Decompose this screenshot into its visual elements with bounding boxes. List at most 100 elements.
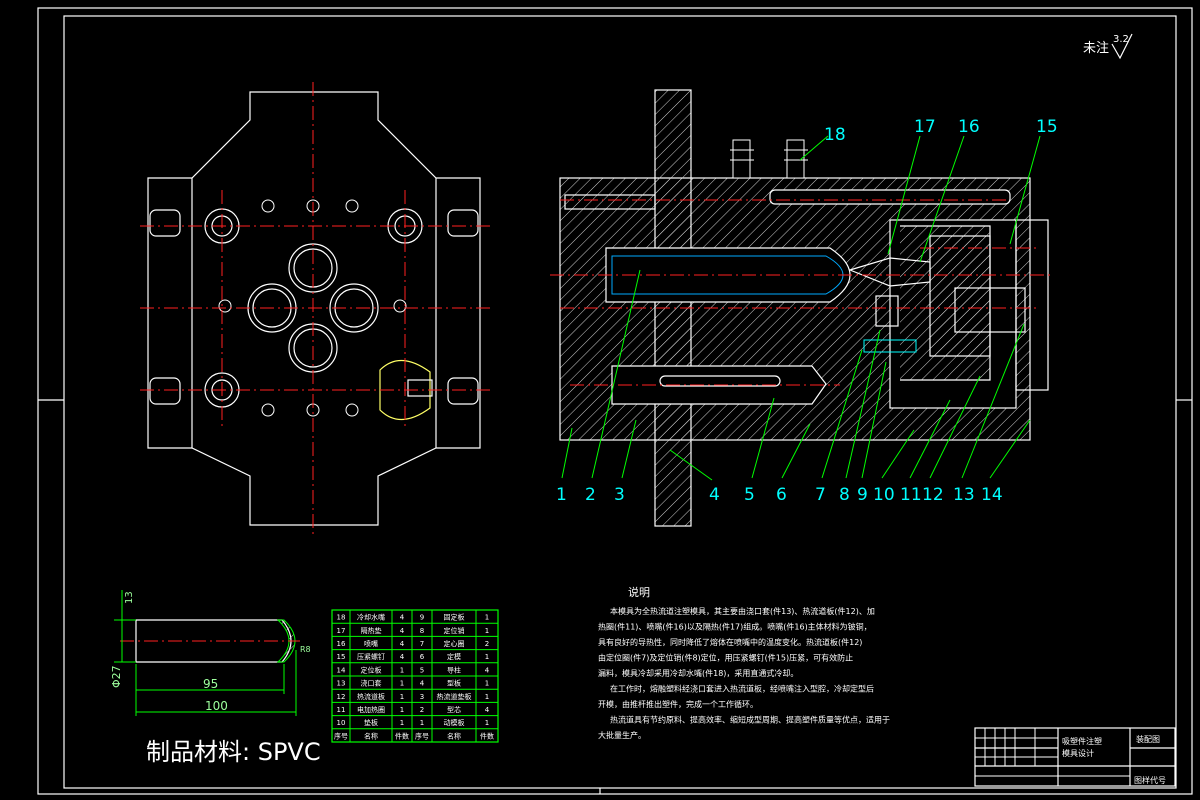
bom-cell: 1 — [420, 719, 424, 727]
bom-cell: 17 — [337, 627, 346, 635]
callout-6: 6 — [776, 485, 787, 505]
bom-cell: 喷嘴 — [364, 639, 378, 648]
bom-cell: 14 — [337, 666, 346, 674]
notes-block: 说明 本模具为全热流道注塑模具，其主要由浇口套(件13)、热流道板(件12)、加… — [598, 585, 890, 740]
bom-cell: 固定板 — [444, 613, 465, 622]
bom-cell: 5 — [420, 666, 424, 674]
dim-100: 100 — [205, 699, 228, 713]
bom-cell: 12 — [337, 693, 346, 701]
bom-cell: 6 — [420, 653, 425, 661]
bom-cell: 垫板 — [364, 718, 378, 727]
title-block: 吸塑件注塑 模具设计 装配图 图样代号 — [974, 727, 1176, 787]
bom-cell: 4 — [400, 640, 405, 648]
callout-15: 15 — [1036, 117, 1058, 137]
bom-cell: 型板 — [447, 679, 461, 688]
bom-cell: 动模板 — [444, 718, 465, 727]
callout-10: 10 — [873, 485, 895, 505]
bom-cell: 2 — [485, 640, 489, 648]
bom-header-cell: 件数 — [480, 731, 494, 740]
callout-13: 13 — [953, 485, 975, 505]
dim-phi27: Φ27 — [110, 665, 123, 688]
notes-heading: 说明 — [628, 585, 650, 599]
project-sub: 模具设计 — [1062, 748, 1094, 758]
inner-frame — [63, 15, 1177, 789]
bom-cell: 导柱 — [447, 665, 461, 674]
callout-5: 5 — [744, 485, 755, 505]
bom-cell: 压紧螺钉 — [357, 652, 385, 661]
bom-cell: 1 — [400, 719, 404, 727]
bom-cell: 电加热圈 — [357, 705, 385, 714]
bom-cell: 1 — [400, 693, 404, 701]
bom-cell: 8 — [420, 627, 424, 635]
bom-cell: 11 — [337, 706, 346, 714]
project-name: 吸塑件注塑 — [1062, 736, 1102, 746]
section-view — [550, 89, 1050, 527]
bom-cell: 1 — [400, 706, 404, 714]
notes-line: 由定位圈(件7)及定位销(件8)定位，用压紧螺钉(件15)压紧，可有效防止 — [598, 653, 853, 663]
drawing-number: 图样代号 — [1134, 775, 1166, 785]
callout-14: 14 — [981, 485, 1003, 505]
bom-cell: 浇口套 — [361, 679, 382, 688]
bom-cell: 4 — [400, 614, 405, 622]
plan-view — [140, 82, 490, 536]
part-drawing: 13 Φ27 95 100 R8 — [110, 590, 311, 716]
bom-cell: 型芯 — [447, 705, 461, 714]
dim-r: R8 — [300, 645, 311, 654]
bom-cell: 定心圈 — [444, 639, 465, 648]
bom-cell: 定位板 — [361, 665, 382, 674]
notes-line: 热圈(件11)、喷嘴(件16)以及隔热(件17)组成。喷嘴(件16)主体材料为铍… — [598, 622, 872, 632]
bom-cell: 1 — [485, 693, 489, 701]
callout-9: 9 — [857, 485, 868, 505]
bom-cell: 1 — [400, 666, 404, 674]
roughness-value: 3.2 — [1113, 34, 1129, 45]
bom-header-cell: 件数 — [395, 731, 409, 740]
bom-cell: 定位销 — [444, 626, 465, 635]
callout-numbers: 1 2 3 4 5 6 7 8 9 10 11 12 13 14 15 16 1… — [556, 117, 1058, 505]
leader-lines — [561, 135, 1041, 481]
bom-cell: 15 — [337, 653, 346, 661]
bom-cell: 1 — [485, 627, 489, 635]
bom-cell: 热流道垫板 — [437, 692, 472, 701]
bom-cell: 10 — [337, 719, 346, 727]
bom-cell: 4 — [400, 627, 405, 635]
bom-cell: 冷却水嘴 — [357, 613, 385, 622]
bom-cell: 4 — [485, 666, 490, 674]
bom-cell: 定模 — [447, 652, 461, 661]
callout-1: 1 — [556, 485, 567, 505]
dim-13: 13 — [124, 591, 135, 604]
notes-line: 热流道具有节约原料、提高效率、缩短成型周期、提高塑件质量等优点，适用于 — [610, 715, 890, 725]
bom-cell: 18 — [337, 614, 346, 622]
sheet-name: 装配图 — [1136, 734, 1160, 744]
callout-16: 16 — [958, 117, 980, 137]
bom-cell: 1 — [485, 653, 489, 661]
notes-line: 漏料，模具冷却采用冷却水嘴(件18)，采用直通式冷却。 — [598, 668, 798, 678]
surface-note: 未注 — [1083, 41, 1109, 56]
bom-cell: 13 — [337, 680, 346, 688]
callout-2: 2 — [585, 485, 596, 505]
bom-cell: 9 — [420, 614, 424, 622]
bom-header-cell: 名称 — [447, 731, 461, 740]
notes-line: 具有良好的导热性，同时降低了熔体在喷嘴中的温度变化。热流道板(件12) — [598, 637, 862, 647]
callout-11: 11 — [900, 485, 922, 505]
notes-line: 开模，由推杆推出塑件，完成一个工作循环。 — [598, 699, 758, 709]
bom-cell: 3 — [420, 693, 424, 701]
callout-17: 17 — [914, 117, 936, 137]
bom-cell: 7 — [420, 640, 424, 648]
notes-line: 本模具为全热流道注塑模具，其主要由浇口套(件13)、热流道板(件12)、加 — [610, 606, 875, 616]
callout-3: 3 — [614, 485, 625, 505]
bom-cell: 1 — [485, 719, 489, 727]
outer-frame — [37, 7, 1193, 795]
bom-header-cell: 序号 — [334, 731, 348, 740]
notes-line: 在工作时，熔融塑料经浇口套进入热流道板，经喷嘴注入型腔，冷却定型后 — [610, 684, 874, 694]
bom-cell: 热流道板 — [357, 692, 385, 701]
callout-8: 8 — [839, 485, 850, 505]
roughness-symbol — [1111, 33, 1133, 60]
bom-cell: 1 — [485, 680, 489, 688]
bom-cell: 1 — [485, 614, 489, 622]
bom-cell: 隔热垫 — [361, 626, 382, 635]
notes-line: 大批量生产。 — [598, 730, 646, 740]
part-material: 制品材料: SPVC — [146, 738, 321, 766]
bom-header-cell: 序号 — [415, 731, 429, 740]
